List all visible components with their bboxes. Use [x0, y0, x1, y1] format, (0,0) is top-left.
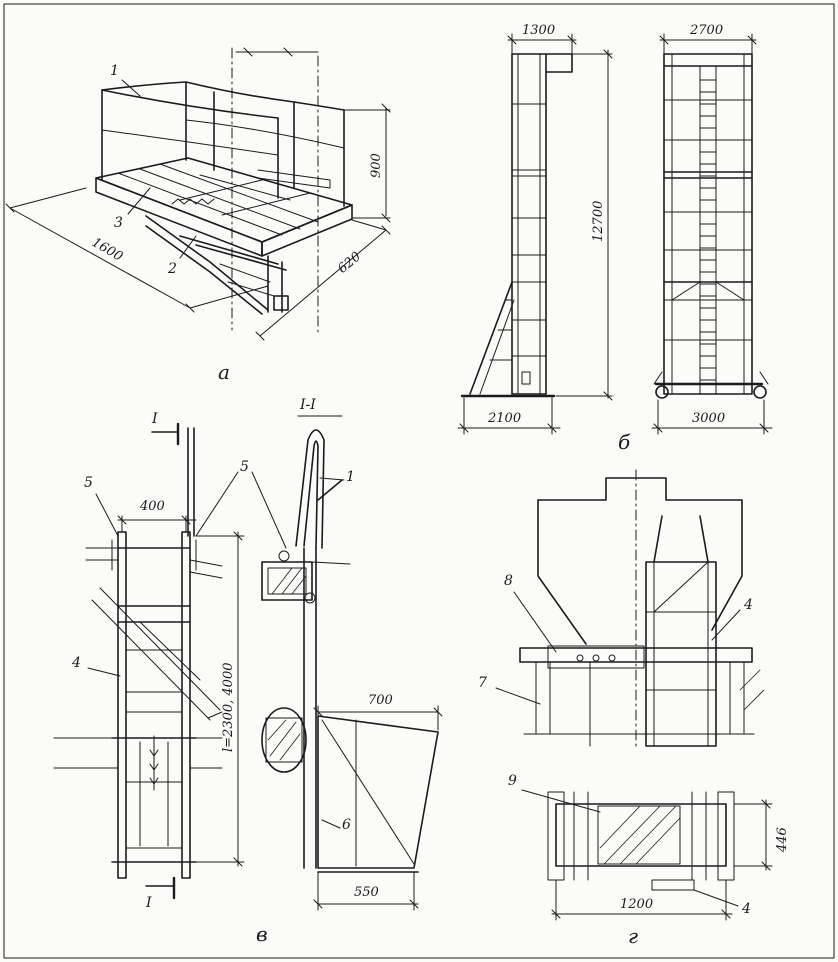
formwork-plan — [555, 803, 727, 867]
caption-b: б — [618, 430, 631, 454]
callout-2: 2 — [168, 261, 177, 277]
callout-1: 1 — [110, 63, 119, 79]
material-bucket — [317, 715, 439, 869]
caption-g: г — [628, 924, 639, 948]
hoist-hook — [295, 429, 325, 549]
elevator-shaft-drawing — [53, 415, 443, 911]
dim-plan-depth: 446 — [775, 827, 790, 852]
wall-block — [261, 561, 313, 601]
callout-6: 6 — [342, 817, 351, 833]
callout-5-right: 5 — [240, 459, 249, 475]
dim-top-left: 1300 — [522, 23, 556, 38]
column-outline — [537, 477, 743, 631]
callout-1-section: 1 — [346, 469, 355, 485]
section-mark-bottom: I — [146, 895, 152, 911]
column-formwork-drawing — [495, 469, 773, 921]
tower-ladder — [699, 65, 717, 395]
callout-7: 7 — [478, 675, 487, 691]
callout-9: 9 — [508, 773, 517, 789]
tower-wheel — [655, 385, 669, 399]
dim-height: 900 — [369, 153, 384, 178]
callout-5-left: 5 — [84, 475, 93, 491]
caption-v: в — [256, 922, 268, 946]
platform-drawing — [5, 47, 391, 341]
dim-top-right: 2700 — [690, 23, 724, 38]
tower-outrigger — [469, 281, 513, 395]
dim-plan-width: 1200 — [620, 897, 654, 912]
dim-span: l=2300, 4000 — [221, 662, 236, 752]
dim-gap: 400 — [140, 499, 165, 514]
callout-4-ladder: 4 — [72, 655, 81, 671]
tower-side-frame — [511, 53, 547, 395]
callout-4-plan: 4 — [742, 901, 751, 917]
dim-base-left: 2100 — [488, 411, 522, 426]
dim-bucket-top: 700 — [368, 693, 393, 708]
dim-bucket-bottom: 550 — [354, 885, 379, 900]
tower-drawing — [457, 33, 773, 435]
callout-4-frame: 4 — [744, 597, 753, 613]
formwork-frame — [645, 561, 717, 747]
section-title: I-I — [300, 397, 316, 413]
section-mark-top: I — [152, 411, 158, 427]
support-bracket — [145, 215, 269, 311]
dim-tower-height: 12700 — [591, 200, 606, 242]
ladder-guide — [117, 531, 127, 879]
callout-8: 8 — [504, 573, 513, 589]
caption-a: а — [218, 360, 230, 384]
dim-base-right: 3000 — [692, 411, 726, 426]
sheet-frame — [3, 3, 835, 959]
guard-rail — [101, 81, 345, 111]
callout-3: 3 — [114, 215, 123, 231]
